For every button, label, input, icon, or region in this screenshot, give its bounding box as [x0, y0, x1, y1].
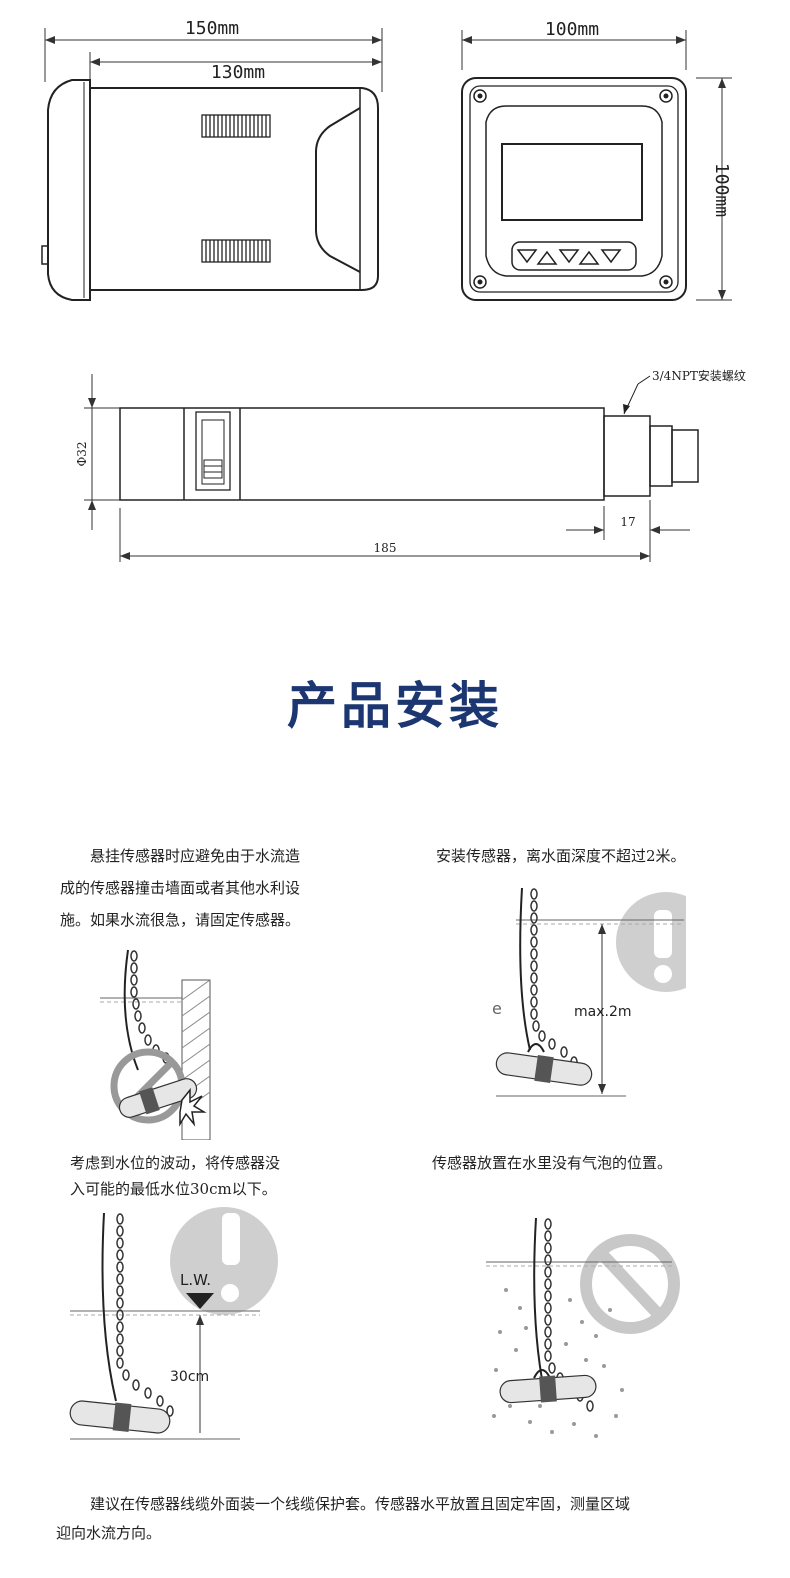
caption-line: 安装传感器，离水面深度不超过2米。	[436, 847, 686, 865]
dim-100mm-height: 100mm	[711, 163, 732, 217]
faint-glyph: e	[492, 999, 502, 1018]
caption-line: 悬挂传感器时应避免由于水流造	[90, 847, 301, 865]
step-1-caption: 悬挂传感器时应避免由于水流造 成的传感器撞击墙面或者其他水利设 施。如果水流很急…	[60, 840, 360, 936]
depth-label: max.2m	[574, 1004, 632, 1020]
caption-line: 传感器放置在水里没有气泡的位置。	[432, 1154, 673, 1172]
depth-label: 30cm	[170, 1369, 209, 1385]
thread-label: 3/4NPT安装螺纹	[652, 368, 746, 383]
caption-line: 施。如果水流很急，请固定传感器。	[60, 911, 301, 929]
probe-drawing: Φ32 3/4NPT安装螺纹 17 185	[75, 368, 746, 562]
step-4-caption: 传感器放置在水里没有气泡的位置。	[432, 1150, 752, 1176]
level-label: L.W.	[180, 1271, 211, 1289]
section-title: 产品安装	[287, 677, 503, 735]
front-view-drawing: 100mm 100mm	[461, 19, 732, 301]
footer-line: 迎向水流方向。	[56, 1524, 162, 1542]
caption-line: 入可能的最低水位30cm以下。	[70, 1180, 277, 1198]
step-3-caption: 考虑到水位的波动，将传感器没 入可能的最低水位30cm以下。	[60, 1150, 380, 1202]
footer-note: 建议在传感器线缆外面装一个线缆保护套。传感器水平放置且固定牢固，测量区域 迎向水…	[56, 1490, 750, 1548]
step-2-illustration: max.2m e	[492, 887, 686, 1097]
caption-line: 考虑到水位的波动，将传感器没	[70, 1154, 281, 1172]
dim-phi32: Φ32	[75, 441, 89, 466]
caption-line: 成的传感器撞击墙面或者其他水利设	[60, 879, 301, 897]
footer-line: 建议在传感器线缆外面装一个线缆保护套。传感器水平放置且固定牢固，测量区域	[90, 1495, 631, 1513]
step-3-illustration: L.W. 30cm	[69, 1207, 278, 1440]
side-view-drawing: 150mm 130mm	[41, 18, 383, 301]
dim-150mm: 150mm	[185, 18, 239, 39]
dim-185: 185	[374, 541, 397, 555]
step-2-caption: 安装传感器，离水面深度不超过2米。	[436, 840, 756, 872]
step-1-illustration	[100, 949, 211, 1140]
dim-130mm: 130mm	[211, 62, 265, 83]
dim-100mm-width: 100mm	[545, 19, 599, 40]
dim-17: 17	[620, 515, 635, 529]
step-4-illustration	[486, 1217, 680, 1438]
